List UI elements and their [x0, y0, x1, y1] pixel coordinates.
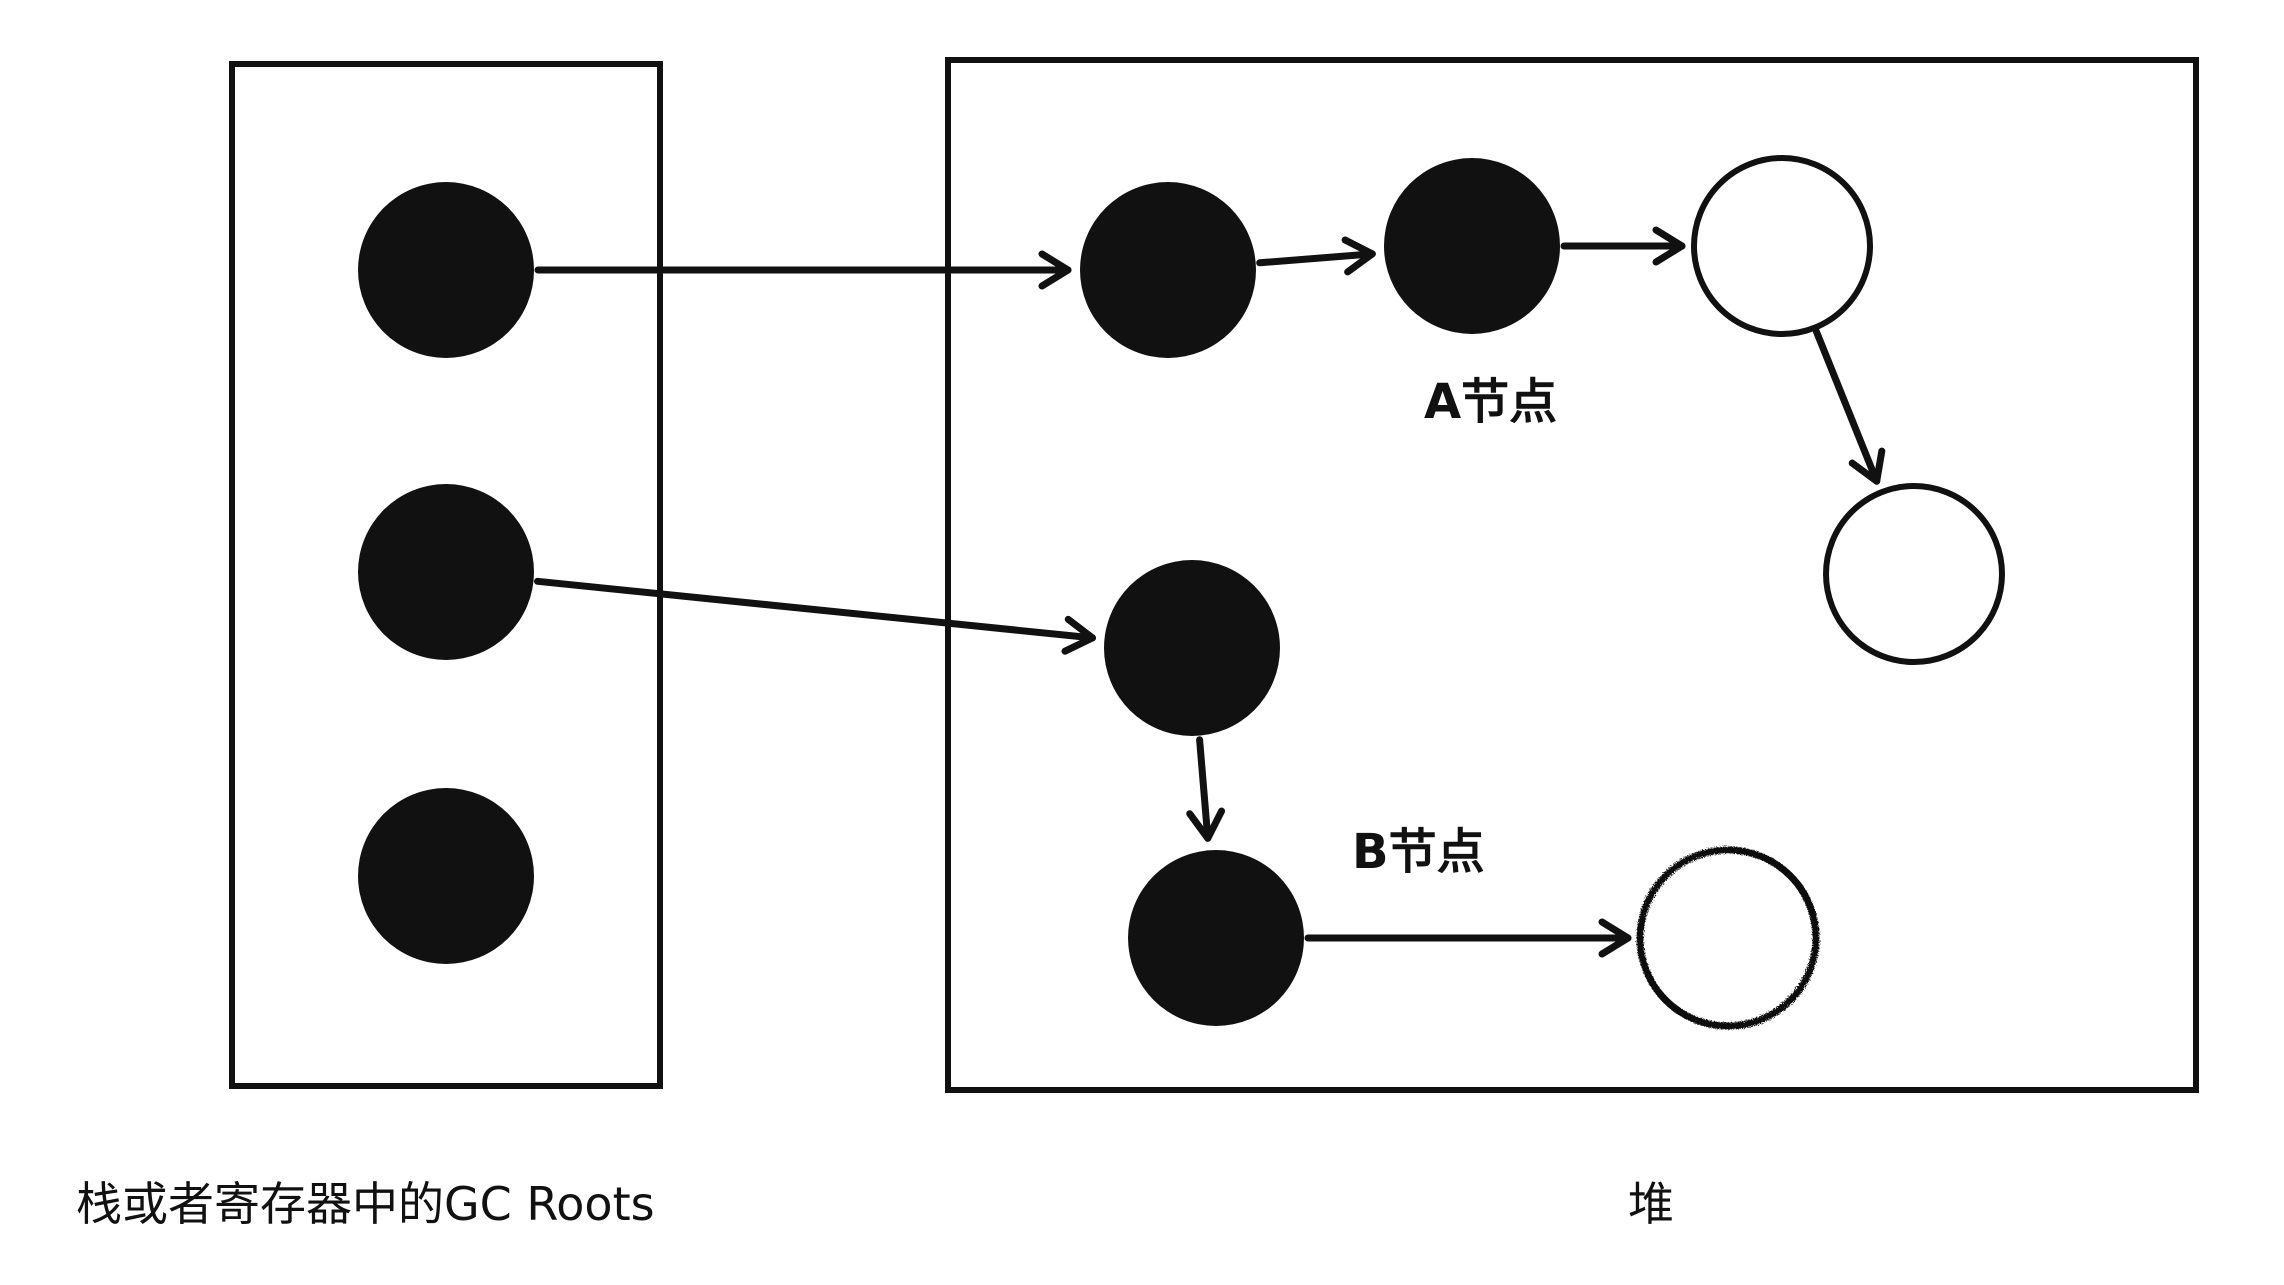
edge-h5-to-b: [1186, 736, 1226, 842]
edge-root2-to-h5: [534, 577, 1096, 655]
node-b-label: B节点: [1352, 824, 1485, 880]
heap-node-unreachable-2: [1823, 483, 2005, 665]
edges-layer: [534, 226, 1886, 958]
heap-node-reachable-2: [1104, 560, 1280, 736]
stack-box: [229, 61, 663, 1089]
gc-root-node-2: [358, 484, 534, 660]
heap-node-a: [1384, 158, 1560, 334]
gc-root-node-1: [358, 182, 534, 358]
heap-node-unreachable-3: [1636, 846, 1820, 1030]
heap-box: [945, 57, 2199, 1093]
stack-caption: 栈或者寄存器中的GC Roots: [76, 1177, 655, 1231]
heap-node-reachable-1: [1080, 182, 1256, 358]
node-a-label: A节点: [1424, 374, 1557, 430]
heap-node-b: [1128, 850, 1304, 1026]
gc-root-node-3: [358, 788, 534, 964]
edge-h1-to-a: [1256, 236, 1376, 276]
edge-h3-to-h4: [1812, 327, 1886, 485]
heap-caption: 堆: [1628, 1177, 1674, 1231]
heap-node-unreachable-1: [1691, 155, 1873, 337]
